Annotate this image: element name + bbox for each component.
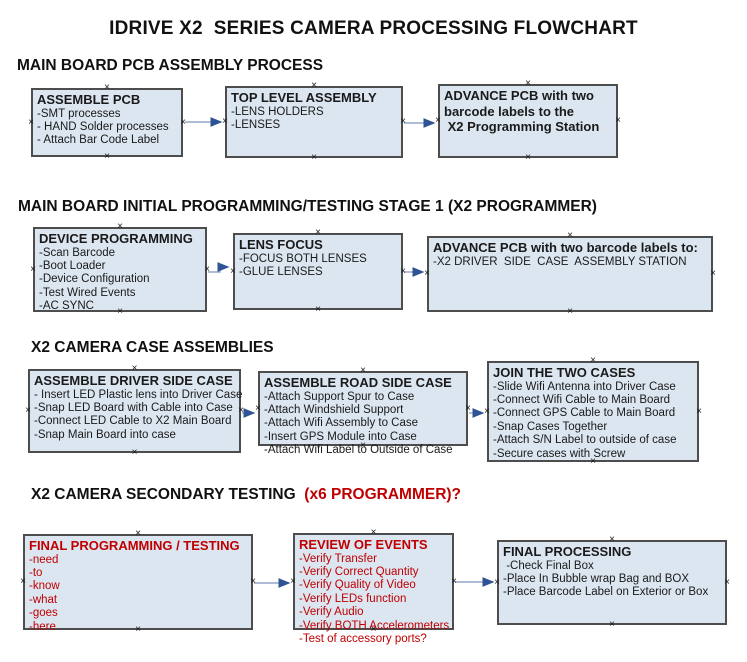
box-assemble-pcb[interactable]: ASSEMBLE PCB-SMT processes- HAND Solder … [31,88,183,157]
section-heading-1: MAIN BOARD PCB ASSEMBLY PROCESS [17,57,323,75]
box-item: -to [29,566,43,579]
box-item: -FOCUS BOTH LENSES [239,252,367,265]
box-title: TOP LEVEL ASSEMBLY [231,90,377,105]
box-item: -Slide Wifi Antenna into Driver Case [493,380,676,393]
box-assemble-road-side-case[interactable]: ASSEMBLE ROAD SIDE CASE-Attach Support S… [258,371,468,456]
box-item: -goes [29,607,58,620]
box-title: ADVANCE PCB with two [444,88,594,103]
box-item: -Test Wired Events [39,286,136,299]
box-item: -Device Configuration [39,273,150,286]
box-title: barcode labels to the [444,103,575,119]
box-title: FINAL PROCESSING [503,544,632,559]
box-advance-pcb-with-two-barcode-labels-to[interactable]: ADVANCE PCB with two barcode labels to:-… [427,236,713,312]
box-item: -need [29,553,59,566]
box-top-level-assembly[interactable]: TOP LEVEL ASSEMBLY-LENS HOLDERS-LENSES [225,86,403,158]
box-title: LENS FOCUS [239,237,323,252]
box-item: -Test of accessory ports? [299,632,427,645]
box-title: FINAL PROGRAMMING / TESTING [29,538,240,553]
box-item: -Connect LED Cable to X2 Main Board [34,415,232,428]
box-item: -AC SYNC [39,300,94,313]
box-item: -Snap Cases Together [493,420,608,433]
box-item: -LENS HOLDERS [231,105,324,118]
box-item: -Attach Windshield Support [264,403,404,416]
box-item: -Place In Bubble wrap Bag and BOX [503,572,690,585]
box-title: ADVANCE PCB with two barcode labels to: [433,240,698,255]
box-title: JOIN THE TWO CASES [493,365,636,380]
heading-text: MAIN BOARD PCB ASSEMBLY PROCESS [17,57,324,74]
box-item: -Check Final Box [503,559,594,572]
box-title: ASSEMBLE ROAD SIDE CASE [264,375,452,390]
box-item: - Insert LED Plastic lens into Driver Ca… [34,388,243,401]
box-title: ASSEMBLE PCB [37,92,141,107]
box-item: -Attach S/N Label to outside of case [493,434,677,447]
box-item: -SMT processes [37,107,121,120]
flowchart-title: IDRIVE X2 SERIES CAMERA PROCESSING FLOWC… [109,18,638,39]
box-item: -Verify Correct Quantity [299,565,419,578]
heading-text: X2 CAMERA SECONDARY TESTING [31,486,305,503]
box-join-the-two-cases[interactable]: JOIN THE TWO CASES-Slide Wifi Antenna in… [487,361,699,462]
box-item: -Snap LED Board with Cable into Case [34,401,233,414]
box-final-processing[interactable]: FINAL PROCESSING -Check Final Box-Place … [497,540,727,625]
box-lens-focus[interactable]: LENS FOCUS-FOCUS BOTH LENSES-GLUE LENSES [233,233,403,310]
box-item: -what [29,593,58,606]
box-item: -Snap Main Board into case [34,428,176,441]
box-item: -Boot Loader [39,259,106,272]
box-assemble-driver-side-case[interactable]: ASSEMBLE DRIVER SIDE CASE- Insert LED Pl… [28,369,243,453]
box-item: -Verify Transfer [299,552,377,565]
box-item: -Place Barcode Label on Exterior or Box [503,586,709,599]
box-item: -Verify BOTH Accelerometers [299,619,450,632]
box-item: -Verify Audio [299,606,364,619]
section-heading-2: MAIN BOARD INITIAL PROGRAMMING/TESTING S… [18,198,597,216]
heading-highlight: (x6 PROGRAMMER)? [304,486,462,503]
box-item: -GLUE LENSES [239,265,323,278]
box-item: -Verify Quality of Video [299,579,416,592]
section-heading-4: X2 CAMERA SECONDARY TESTING (x6 PROGRAMM… [31,486,461,504]
box-review-of-events[interactable]: REVIEW OF EVENTS-Verify Transfer-Verify … [293,533,454,645]
box-item: -know [29,580,60,593]
section-heading-3: X2 CAMERA CASE ASSEMBLIES [31,339,274,357]
box-item: -Verify LEDs function [299,592,407,605]
box-item: - Attach Bar Code Label [37,134,160,147]
box-item: -Connect GPS Cable to Main Board [493,407,676,420]
box-title: REVIEW OF EVENTS [299,537,428,552]
box-title: X2 Programming Station [444,119,600,134]
box-item: -here [29,620,56,633]
box-item: -Secure cases with Screw [493,447,626,460]
box-item: -Insert GPS Module into Case [264,430,417,443]
box-item: -Scan Barcode [39,246,116,259]
heading-text: X2 CAMERA CASE ASSEMBLIES [31,339,274,356]
box-title: ASSEMBLE DRIVER SIDE CASE [34,373,233,388]
box-item: -LENSES [231,118,281,131]
box-item: - HAND Solder processes [37,120,169,133]
box-item: -X2 DRIVER SIDE CASE ASSEMBLY STATION [433,255,687,268]
box-item: -Attach Support Spur to Case [264,390,415,403]
connector-arrow[interactable] [208,262,230,273]
box-item: -Attach Wifi Assembly to Case [264,417,419,430]
box-device-programming[interactable]: DEVICE PROGRAMMING-Scan Barcode-Boot Loa… [33,227,207,312]
box-final-programming-testing[interactable]: FINAL PROGRAMMING / TESTING-need-to-know… [23,534,253,633]
heading-text: MAIN BOARD INITIAL PROGRAMMING/TESTING S… [18,198,597,215]
box-item: -Attach Wifi Label to Outside of Case [264,444,453,457]
box-item: -Connect Wifi Cable to Main Board [493,393,671,406]
box-title: DEVICE PROGRAMMING [39,231,193,246]
